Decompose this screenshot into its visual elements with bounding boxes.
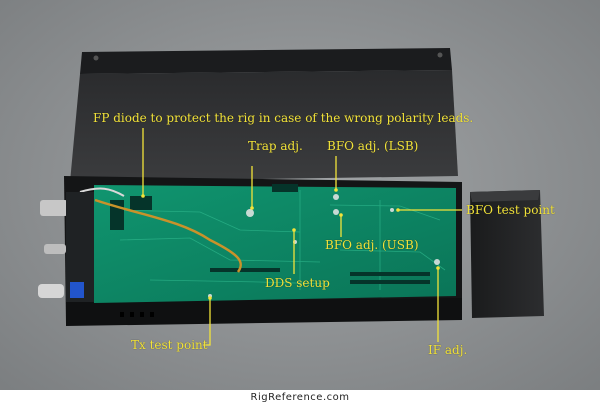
leader-lines: [142, 128, 462, 346]
label-tx-test-point: Tx test point: [131, 338, 208, 352]
marker-dots: [141, 188, 440, 300]
front-connectors: [38, 192, 94, 302]
top-cover: [70, 48, 458, 182]
small-enclosure: [470, 190, 544, 318]
watermark-text: RigReference.com: [250, 392, 350, 403]
label-if-adj: IF adj.: [428, 343, 468, 357]
label-trap-adj: Trap adj.: [248, 139, 303, 153]
leader-tx-test-point: [203, 298, 211, 346]
footer-bar: RigReference.com: [0, 390, 600, 408]
label-dds-setup: DDS setup: [265, 276, 330, 290]
circuit-board: [79, 184, 456, 303]
label-bfo-usb: BFO adj. (USB): [325, 238, 419, 252]
label-bfo-lsb: BFO adj. (LSB): [327, 139, 419, 153]
label-fp-diode: FP diode to protect the rig in case of t…: [93, 111, 474, 125]
label-bfo-test-point: BFO test point: [466, 203, 555, 217]
